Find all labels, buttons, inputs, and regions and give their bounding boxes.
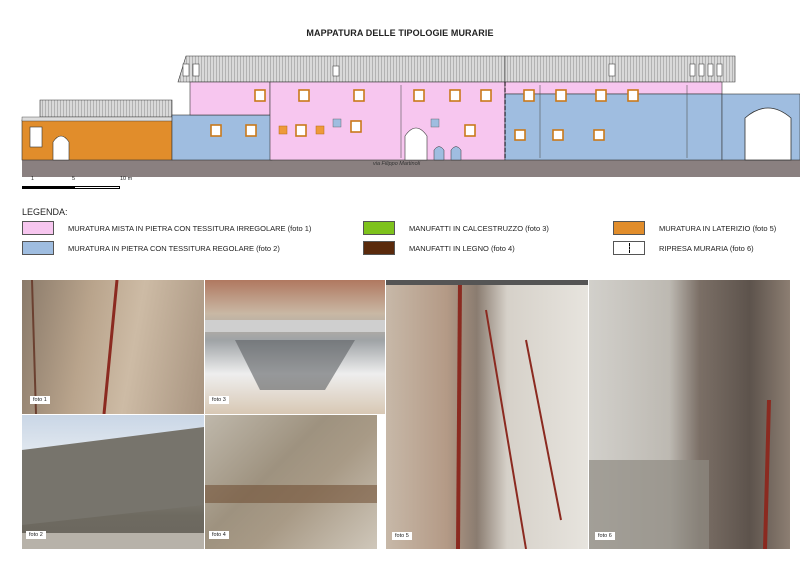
page-title: MAPPATURA DELLE TIPOLOGIE MURARIE [306,28,494,38]
photo-caption: foto 4 [209,531,229,539]
photo-caption: foto 3 [209,396,229,404]
legend-swatch [363,221,395,235]
legend-item: MURATURA MISTA IN PIETRA CON TESSITURA I… [22,221,311,235]
scale-bar: 1 5 10 m [22,176,142,190]
main-door [404,127,428,161]
legend-swatch [363,241,395,255]
scale-tick: 1 [31,176,35,182]
legend-swatch [22,241,54,255]
low-roof [39,99,173,118]
legend-swatch [613,221,645,235]
scaffold-lines [386,280,588,549]
building-shape [22,427,204,549]
street-label: via Filippo Martinoli [373,161,421,167]
photo-caption: foto 5 [392,532,412,540]
legend-label: MANUFATTI IN LEGNO (foto 4) [409,243,515,253]
photo-5: foto 5 [386,280,588,549]
legend-label: MURATURA IN LATERIZIO (foto 5) [659,223,777,233]
legend-label: MURATURA IN PIETRA CON TESSITURA REGOLAR… [68,243,280,253]
legend-label: RIPRESA MURARIA (foto 6) [659,243,754,253]
stone-texture [205,485,377,503]
building-elevation [21,55,800,177]
legend-item: MANUFATTI IN CALCESTRUZZO (foto 3) [363,221,549,235]
scale-tick: 5 [72,176,76,182]
brick-wall [21,119,173,161]
legend-swatch [22,221,54,235]
photo-6: foto 6 [589,280,790,549]
beam-lines [205,320,385,390]
garage-door [744,107,792,161]
main-roof [177,55,736,83]
legend-item: RIPRESA MURARIA (foto 6) [613,241,754,255]
photo-caption: foto 2 [26,531,46,539]
photo-caption: foto 1 [30,396,50,404]
legend-swatch-dashed [613,241,645,255]
photo-3: foto 3 [205,280,385,414]
legend-item: MURATURA IN LATERIZIO (foto 5) [613,221,776,235]
stone-wall-right [504,93,723,161]
photo-1: foto 1 [22,280,204,414]
chimneys [182,63,723,77]
legend-label: MANUFATTI IN CALCESTRUZZO (foto 3) [409,223,549,233]
ground-band [22,155,800,177]
legend-item: MANUFATTI IN LEGNO (foto 4) [363,241,515,255]
scale-segment [74,186,120,189]
legend-item: MURATURA IN PIETRA CON TESSITURA REGOLAR… [22,241,280,255]
scaffold-lines [31,280,119,414]
scale-tick: 10 m [120,176,133,182]
patch-shape [589,399,771,549]
scale-segment [22,186,74,189]
stone-wall-left [171,114,273,161]
photo-caption: foto 6 [595,532,615,540]
photo-2: foto 2 [22,415,204,549]
legend-label: MURATURA MISTA IN PIETRA CON TESSITURA I… [68,223,312,233]
photo-4: foto 4 [205,415,377,549]
legend-heading: LEGENDA: [22,207,68,217]
windows [210,89,639,141]
